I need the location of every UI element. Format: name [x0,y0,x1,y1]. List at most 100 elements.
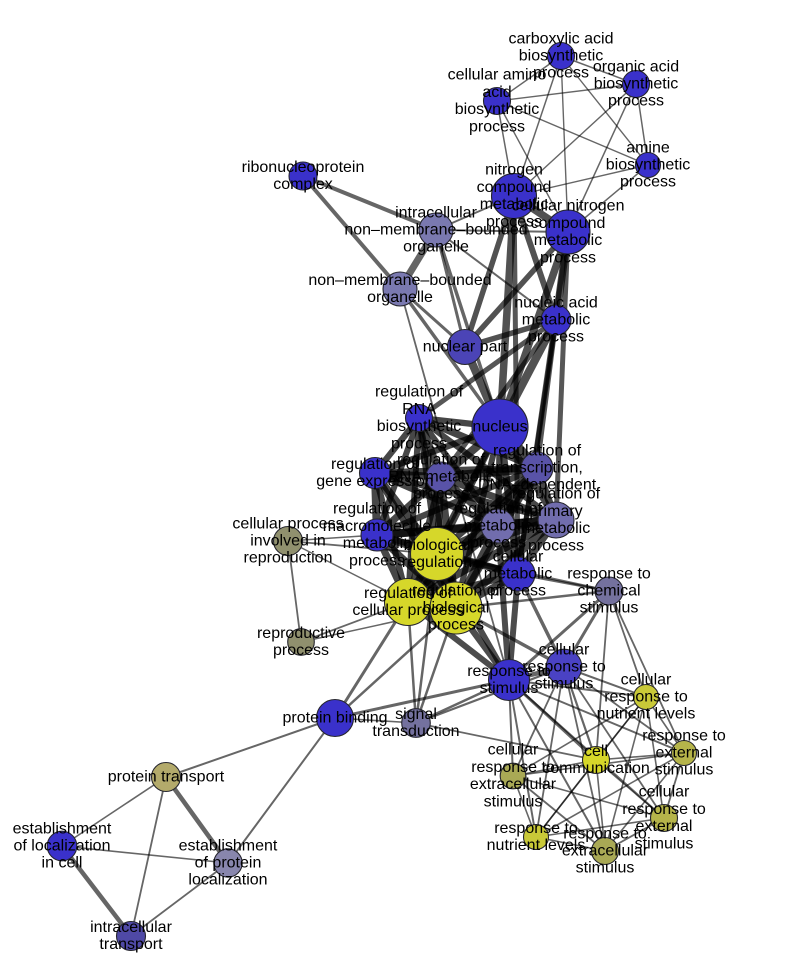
svg-text:process: process [528,329,584,346]
svg-text:metabolic: metabolic [343,535,411,552]
svg-text:biosynthetic: biosynthetic [594,76,679,93]
svg-text:DNA–dependent: DNA–dependent [478,477,597,494]
svg-text:regulation of: regulation of [331,456,420,473]
svg-text:process: process [528,537,584,554]
svg-text:nutrient levels: nutrient levels [597,706,696,723]
svg-text:biosynthetic: biosynthetic [377,418,462,435]
svg-text:process: process [620,174,676,191]
svg-text:organelle: organelle [403,239,469,256]
svg-text:nucleic acid: nucleic acid [514,294,598,311]
svg-text:response to: response to [563,825,647,842]
svg-text:gene expression: gene expression [316,473,433,490]
svg-text:cellular process: cellular process [352,602,463,619]
svg-text:RNA: RNA [402,401,436,418]
svg-text:regulation of: regulation of [364,585,453,602]
svg-text:metabolic: metabolic [480,196,548,213]
svg-text:response to: response to [567,565,651,582]
svg-text:metabolic: metabolic [484,566,552,583]
svg-text:cellular: cellular [539,641,590,658]
svg-text:metabolic: metabolic [534,232,602,249]
svg-text:intracellular: intracellular [90,919,172,936]
svg-text:process: process [490,583,546,600]
svg-text:transcription,: transcription, [491,460,583,477]
svg-text:extracellular: extracellular [562,843,649,860]
svg-text:process: process [469,118,525,135]
svg-text:process: process [533,65,589,82]
svg-text:of localization: of localization [14,838,111,855]
svg-text:regulation: regulation [402,554,472,571]
svg-text:non–membrane–bounded: non–membrane–bounded [344,222,527,239]
svg-text:stimulus: stimulus [480,680,539,697]
svg-text:regulation of: regulation of [333,501,422,518]
svg-text:stimulus: stimulus [576,860,635,877]
svg-text:nutrient levels: nutrient levels [487,837,586,854]
svg-text:biosynthetic: biosynthetic [455,101,540,118]
svg-text:cell: cell [584,743,608,760]
svg-text:process: process [470,535,526,552]
svg-text:process: process [273,642,329,659]
svg-text:stimulus: stimulus [484,793,543,810]
svg-text:response to: response to [471,759,555,776]
svg-text:regulation of: regulation of [512,486,601,503]
svg-text:stimulus: stimulus [535,676,594,693]
svg-text:regulation of: regulation of [493,442,582,459]
svg-text:stimulus: stimulus [580,600,639,617]
svg-text:compound: compound [477,179,552,196]
svg-text:cellular process: cellular process [232,515,343,532]
svg-text:cellular amino: cellular amino [448,67,547,84]
svg-text:reproduction: reproduction [244,550,333,567]
svg-text:regulation of: regulation of [375,384,464,401]
svg-text:cellular: cellular [639,784,690,801]
svg-text:reproductive: reproductive [257,625,345,642]
svg-text:response to: response to [522,659,606,676]
svg-text:biosynthetic: biosynthetic [519,48,604,65]
svg-text:response to: response to [604,689,688,706]
svg-text:protein transport: protein transport [108,769,225,786]
svg-text:response to: response to [622,801,706,818]
svg-text:process: process [391,435,447,452]
svg-text:establishment: establishment [179,837,278,854]
svg-text:protein binding: protein binding [283,710,388,727]
svg-text:response to: response to [642,727,726,744]
svg-text:process: process [540,249,596,266]
svg-text:metabolic: metabolic [522,312,590,329]
svg-text:process: process [349,552,405,569]
svg-text:response to: response to [467,663,551,680]
svg-text:stimulus: stimulus [655,762,714,779]
svg-text:establishment: establishment [13,820,112,837]
svg-text:involved in: involved in [250,533,326,550]
svg-text:communication: communication [542,760,650,777]
svg-text:process: process [413,486,469,503]
svg-text:organelle: organelle [367,289,433,306]
svg-text:ribonucleoprotein: ribonucleoprotein [242,159,365,176]
svg-text:of protein: of protein [195,855,262,872]
svg-text:organic acid: organic acid [593,58,679,75]
svg-text:cellular: cellular [493,548,544,565]
svg-text:amine: amine [626,139,670,156]
svg-text:macromolecule: macromolecule [323,518,432,535]
svg-text:transport: transport [99,936,163,953]
svg-text:localization: localization [188,872,267,889]
svg-text:external: external [656,745,713,762]
svg-text:process: process [428,617,484,634]
svg-text:regulation of: regulation of [397,451,486,468]
svg-text:stimulus: stimulus [635,835,694,852]
svg-text:process: process [608,93,664,110]
svg-text:compound: compound [531,215,606,232]
svg-text:complex: complex [273,176,333,193]
svg-text:in cell: in cell [42,855,83,872]
svg-text:cellular: cellular [488,742,539,759]
svg-text:metabolic: metabolic [464,518,532,535]
svg-text:primary: primary [529,503,582,520]
svg-text:regulation of: regulation of [454,500,543,517]
svg-text:transduction: transduction [372,723,459,740]
svg-text:process: process [486,213,542,230]
svg-text:regulation of: regulation of [412,582,501,599]
svg-text:RNA metabolic: RNA metabolic [388,469,494,486]
svg-text:biological: biological [423,600,490,617]
svg-text:acid: acid [482,84,511,101]
svg-text:nitrogen: nitrogen [485,162,543,179]
svg-text:non–membrane–bounded: non–membrane–bounded [308,272,491,289]
svg-text:external: external [636,818,693,835]
svg-text:biological: biological [404,537,471,554]
